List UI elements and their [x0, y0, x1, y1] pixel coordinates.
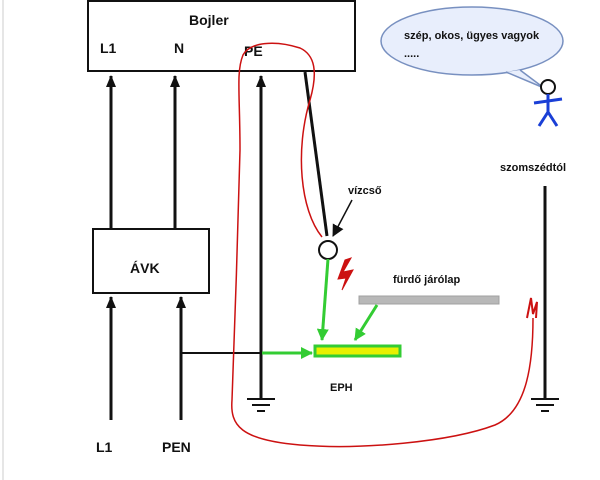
rcd-box: ÁVK	[92, 228, 210, 294]
water-pipe-pointer	[332, 199, 353, 237]
fault-current-path	[231, 42, 534, 448]
neighbor-label: szomszédtól	[500, 162, 566, 174]
speech-bubble: szép, okos, ügyes vagyok .....	[380, 6, 564, 89]
person-icon	[533, 79, 563, 127]
supply-l1-label: L1	[96, 439, 113, 455]
eph-bar	[313, 344, 402, 358]
boiler-terminal-pe: PE	[244, 43, 263, 59]
ground-symbol-left	[247, 398, 275, 412]
boiler-title: Bojler	[189, 12, 229, 28]
red-spark-icon	[337, 257, 354, 291]
green-arrow-pipe-to-eph	[316, 258, 330, 341]
water-pipe-label: vízcső	[348, 185, 382, 197]
boiler-terminal-n: N	[174, 40, 184, 56]
bath-tray-bar	[358, 295, 500, 305]
rcd-label: ÁVK	[130, 260, 160, 276]
green-arrow-tray-to-eph	[353, 304, 379, 341]
supply-pen-label: PEN	[162, 439, 191, 455]
speech-line-2: .....	[404, 48, 419, 60]
water-pipe-circle	[318, 240, 338, 260]
red-spark-neighbor-icon	[526, 297, 538, 319]
boiler-terminal-l1: L1	[100, 40, 117, 56]
phase-wires	[106, 75, 266, 420]
ground-symbol-right	[531, 186, 559, 412]
boiler-box: Bojler L1 N PE	[87, 0, 356, 72]
speech-line-1: szép, okos, ügyes vagyok	[404, 30, 540, 42]
boiler-to-pipe-line	[303, 71, 329, 237]
eph-label: EPH	[330, 382, 353, 394]
bath-tray-label: fürdő járólap	[393, 274, 461, 286]
